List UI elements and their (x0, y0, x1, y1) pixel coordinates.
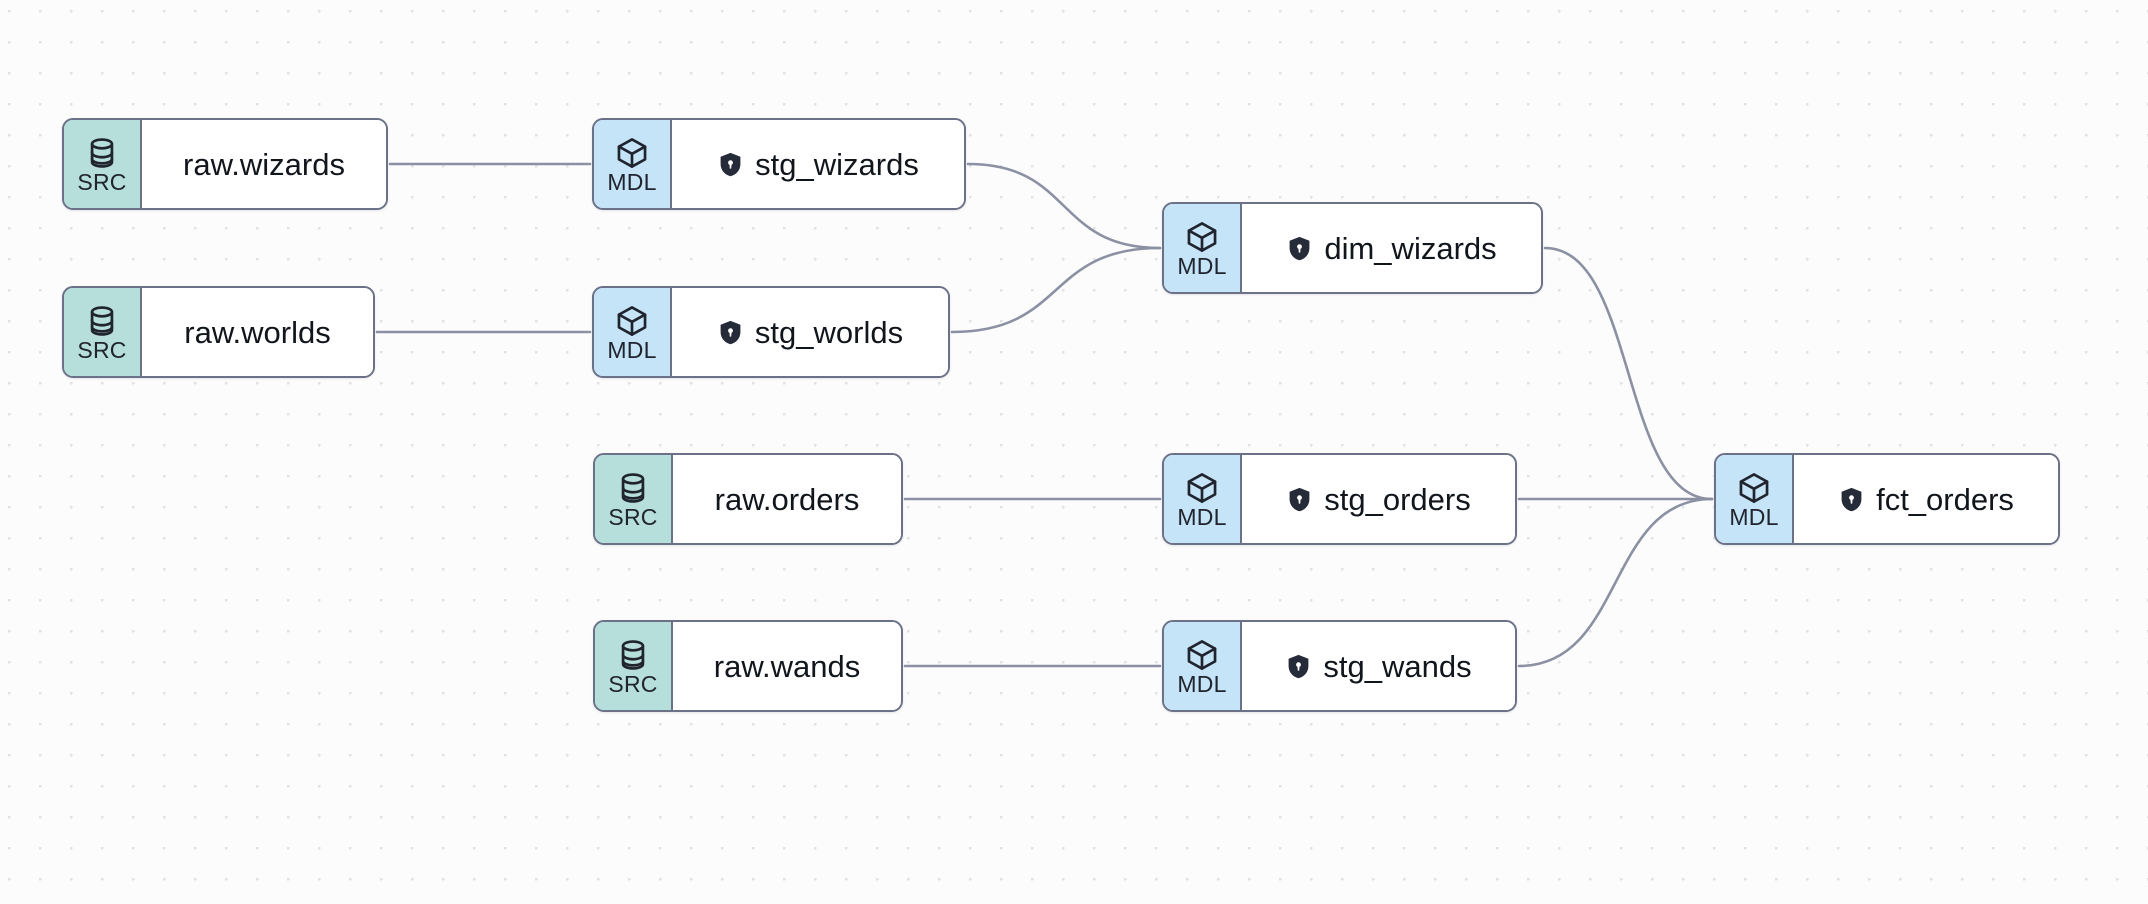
node-body[interactable]: raw.worlds (142, 288, 373, 376)
node-type-badge: SRC (595, 622, 673, 710)
lineage-node-stg_wands[interactable]: MDL stg_wands (1162, 620, 1517, 712)
shield-lock-icon (1838, 486, 1865, 513)
node-body[interactable]: dim_wizards (1242, 204, 1541, 292)
shield-lock-icon (1285, 653, 1312, 680)
node-name-label: raw.wands (713, 648, 861, 684)
lineage-node-fct_orders[interactable]: MDL fct_orders (1714, 453, 2060, 545)
node-name-label: raw.worlds (184, 314, 331, 350)
cube-icon (1185, 638, 1219, 672)
database-icon (616, 638, 650, 672)
node-type-badge: MDL (1164, 622, 1242, 710)
node-type-label: MDL (607, 169, 657, 195)
node-body[interactable]: stg_orders (1242, 455, 1515, 543)
lineage-edge-stg_wands-to-fct_orders (1517, 497, 1714, 668)
lineage-edge-dim_wizards-to-fct_orders (1543, 246, 1714, 501)
lineage-node-raw_wizards[interactable]: SRC raw.wizards (62, 118, 388, 210)
node-body[interactable]: raw.wizards (142, 120, 386, 208)
lineage-node-stg_orders[interactable]: MDL stg_orders (1162, 453, 1517, 545)
database-icon (85, 136, 119, 170)
shield-lock-icon (717, 151, 744, 178)
lineage-node-raw_wands[interactable]: SRC raw.wands (593, 620, 903, 712)
node-body[interactable]: fct_orders (1794, 455, 2058, 543)
lineage-node-dim_wizards[interactable]: MDL dim_wizards (1162, 202, 1543, 294)
node-name-label: raw.orders (714, 481, 860, 517)
lineage-node-stg_wizards[interactable]: MDL stg_wizards (592, 118, 966, 210)
shield-lock-icon (1286, 235, 1313, 262)
database-icon (85, 304, 119, 338)
node-type-badge: MDL (594, 120, 672, 208)
node-name-label: stg_orders (1324, 481, 1471, 517)
cube-icon (615, 304, 649, 338)
node-type-badge: SRC (595, 455, 673, 543)
node-type-badge: MDL (1164, 455, 1242, 543)
node-body[interactable]: stg_worlds (672, 288, 948, 376)
node-type-label: SRC (608, 504, 658, 530)
node-body[interactable]: stg_wizards (672, 120, 964, 208)
lineage-node-raw_worlds[interactable]: SRC raw.worlds (62, 286, 375, 378)
node-type-badge: MDL (594, 288, 672, 376)
node-type-label: SRC (608, 671, 658, 697)
node-type-badge: MDL (1164, 204, 1242, 292)
lineage-edge-stg_wizards-to-dim_wizards (966, 162, 1162, 250)
node-name-label: fct_orders (1876, 481, 2014, 517)
node-body[interactable]: stg_wands (1242, 622, 1515, 710)
node-name-label: stg_wizards (755, 146, 919, 182)
node-type-label: MDL (1729, 504, 1779, 530)
node-name-label: stg_wands (1323, 648, 1472, 684)
node-type-badge: SRC (64, 120, 142, 208)
node-body[interactable]: raw.wands (673, 622, 901, 710)
shield-lock-icon (1286, 486, 1313, 513)
database-icon (616, 471, 650, 505)
node-name-label: stg_worlds (754, 314, 904, 350)
cube-icon (1185, 471, 1219, 505)
node-type-label: MDL (607, 337, 657, 363)
shield-lock-icon (717, 319, 744, 346)
lineage-node-raw_orders[interactable]: SRC raw.orders (593, 453, 903, 545)
node-type-label: MDL (1177, 253, 1227, 279)
lineage-edge-stg_worlds-to-dim_wizards (950, 246, 1162, 334)
cube-icon (1737, 471, 1771, 505)
node-name-label: dim_wizards (1324, 230, 1497, 266)
node-type-badge: SRC (64, 288, 142, 376)
node-type-label: MDL (1177, 671, 1227, 697)
node-body[interactable]: raw.orders (673, 455, 901, 543)
lineage-node-stg_worlds[interactable]: MDL stg_worlds (592, 286, 950, 378)
node-type-label: SRC (77, 337, 127, 363)
node-name-label: raw.wizards (183, 146, 345, 182)
node-type-badge: MDL (1716, 455, 1794, 543)
node-type-label: MDL (1177, 504, 1227, 530)
node-type-label: SRC (77, 169, 127, 195)
cube-icon (1185, 220, 1219, 254)
cube-icon (615, 136, 649, 170)
